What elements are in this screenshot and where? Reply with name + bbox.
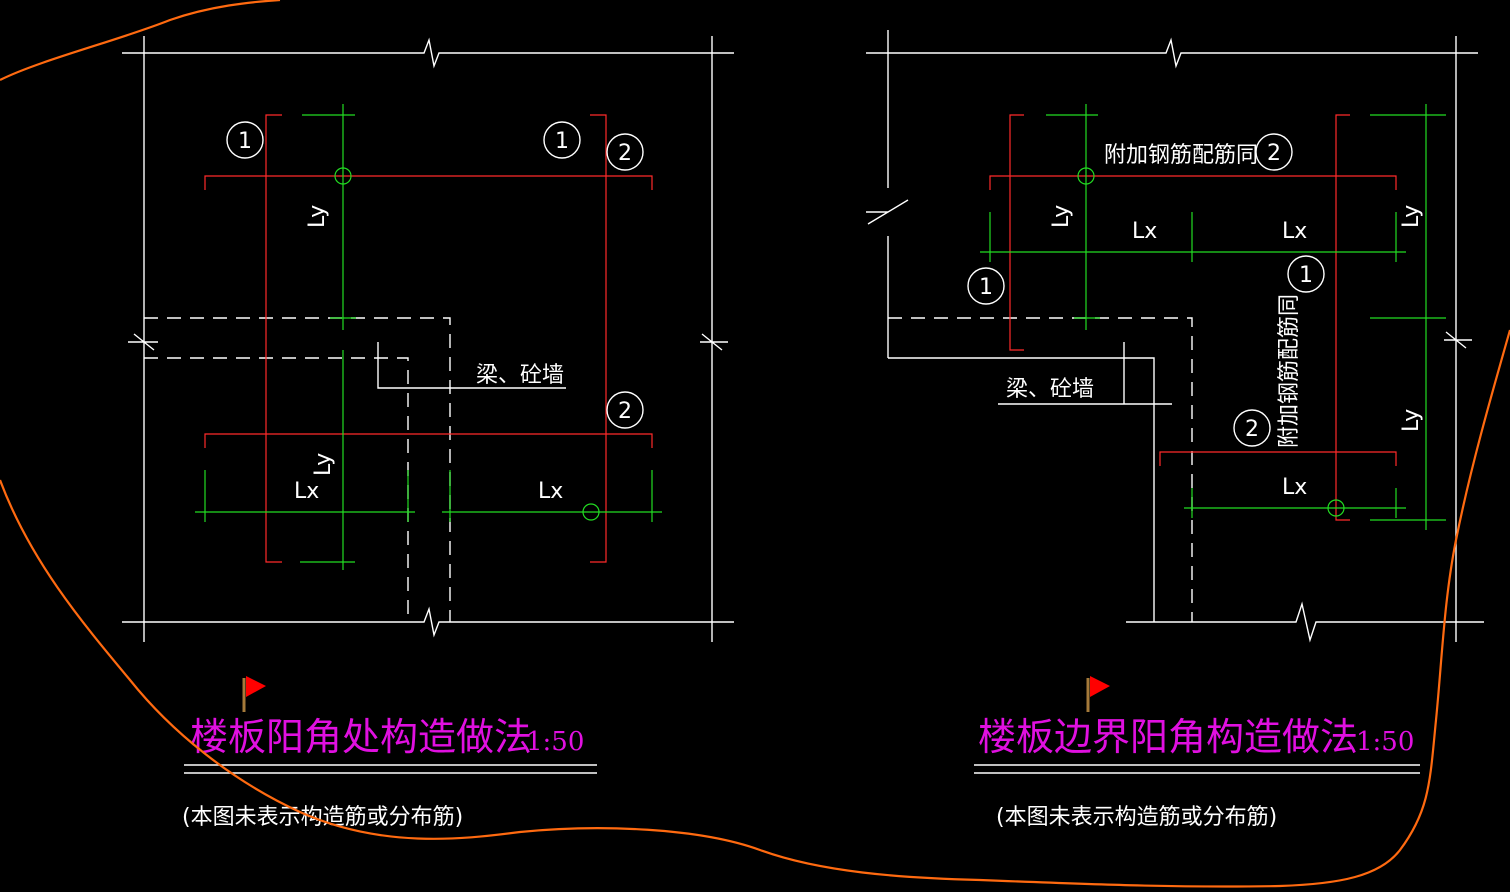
left-marker-2b-text: 2	[618, 399, 632, 424]
right-rebar-2a	[989, 175, 1397, 190]
left-marker-2a	[606, 133, 644, 171]
right-beam-label: 梁、砼墙	[1006, 377, 1094, 402]
right-lx-label-bottom: Lx	[1282, 475, 1307, 500]
right-extra-label-v: 附加钢筋配筋同	[1277, 294, 1302, 448]
right-marker-2b	[1233, 409, 1271, 447]
left-rebar-1a	[265, 114, 282, 563]
left-top-edge	[122, 37, 734, 69]
left-marker-2a-text: 2	[618, 141, 632, 166]
right-rebar-node	[1077, 167, 1095, 185]
right-marker-1a	[967, 267, 1005, 305]
right-ly-label: Ly	[1049, 205, 1074, 228]
left-lx-label-right: Lx	[538, 479, 563, 504]
left-marker-1b-text: 1	[555, 129, 569, 154]
left-title: 楼板阳角处构造做法	[190, 715, 532, 759]
left-rebar-2a	[204, 175, 653, 190]
right-extra-label-h: 附加钢筋配筋同	[1104, 143, 1258, 168]
left-break-mark-right	[700, 333, 728, 351]
right-note: (本图未表示构造筋或分布筋)	[996, 805, 1277, 830]
left-rebar-1b	[590, 114, 607, 563]
right-detail: 2 1 1 2 附加钢筋配筋同 附加钢筋配筋同 Ly Ly Ly Lx Lx L…	[866, 30, 1484, 830]
left-bottom-edge	[122, 606, 734, 638]
left-marker-2b	[606, 391, 644, 429]
left-beam-outer	[144, 317, 451, 622]
right-red-flag-icon	[1086, 676, 1110, 712]
left-beam-inner	[144, 357, 409, 622]
left-red-flag-icon	[242, 676, 266, 712]
left-lx-label-left: Lx	[294, 479, 319, 504]
right-ly-label-bottom-right: Ly	[1399, 409, 1424, 432]
left-break-mark-left	[128, 333, 158, 351]
left-ly-label-top: Ly	[305, 205, 330, 228]
right-rebar-node	[1327, 499, 1345, 517]
right-rebar-1a	[1009, 114, 1024, 351]
right-marker-1b-text: 1	[1299, 263, 1313, 288]
right-marker-1b	[1287, 255, 1325, 293]
left-rebar-node	[334, 167, 352, 185]
right-lx-label-right: Lx	[1282, 219, 1307, 244]
right-marker-2b-text: 2	[1245, 417, 1259, 442]
right-lx-label-left: Lx	[1132, 219, 1157, 244]
right-beam-dashed	[888, 317, 1193, 622]
right-marker-1a-text: 1	[979, 275, 993, 300]
right-scale: 1:50	[1356, 727, 1414, 757]
left-beam-label: 梁、砼墙	[476, 363, 564, 388]
right-title: 楼板边界阳角构造做法	[978, 715, 1358, 759]
right-rebar-1b	[1335, 114, 1350, 521]
right-bottom-edge	[1126, 601, 1484, 643]
right-rebar-2b	[1159, 451, 1397, 466]
left-marker-1a-text: 1	[238, 129, 252, 154]
right-marker-2a	[1255, 133, 1293, 171]
right-beam-solid	[888, 357, 1155, 622]
right-marker-2a-text: 2	[1267, 141, 1281, 166]
left-rebar-node	[582, 503, 600, 521]
left-note: (本图未表示构造筋或分布筋)	[182, 805, 463, 830]
left-scale: 1:50	[526, 727, 584, 757]
right-top-edge	[866, 37, 1478, 69]
left-rebar-2b	[204, 433, 653, 448]
left-marker-1b	[543, 121, 581, 159]
left-marker-1a	[226, 121, 264, 159]
left-beam-leader	[377, 342, 566, 389]
left-detail: 1 1 2 2 Ly Ly Lx Lx 梁、砼墙 楼板阳角处构造做法 1:50 …	[122, 36, 734, 830]
right-ly-label-top-right: Ly	[1399, 205, 1424, 228]
right-beam-leader	[998, 342, 1172, 405]
right-break-mark-right	[1444, 331, 1472, 349]
right-break-mark-left	[866, 199, 909, 225]
left-ly-label-bottom: Ly	[311, 453, 336, 476]
